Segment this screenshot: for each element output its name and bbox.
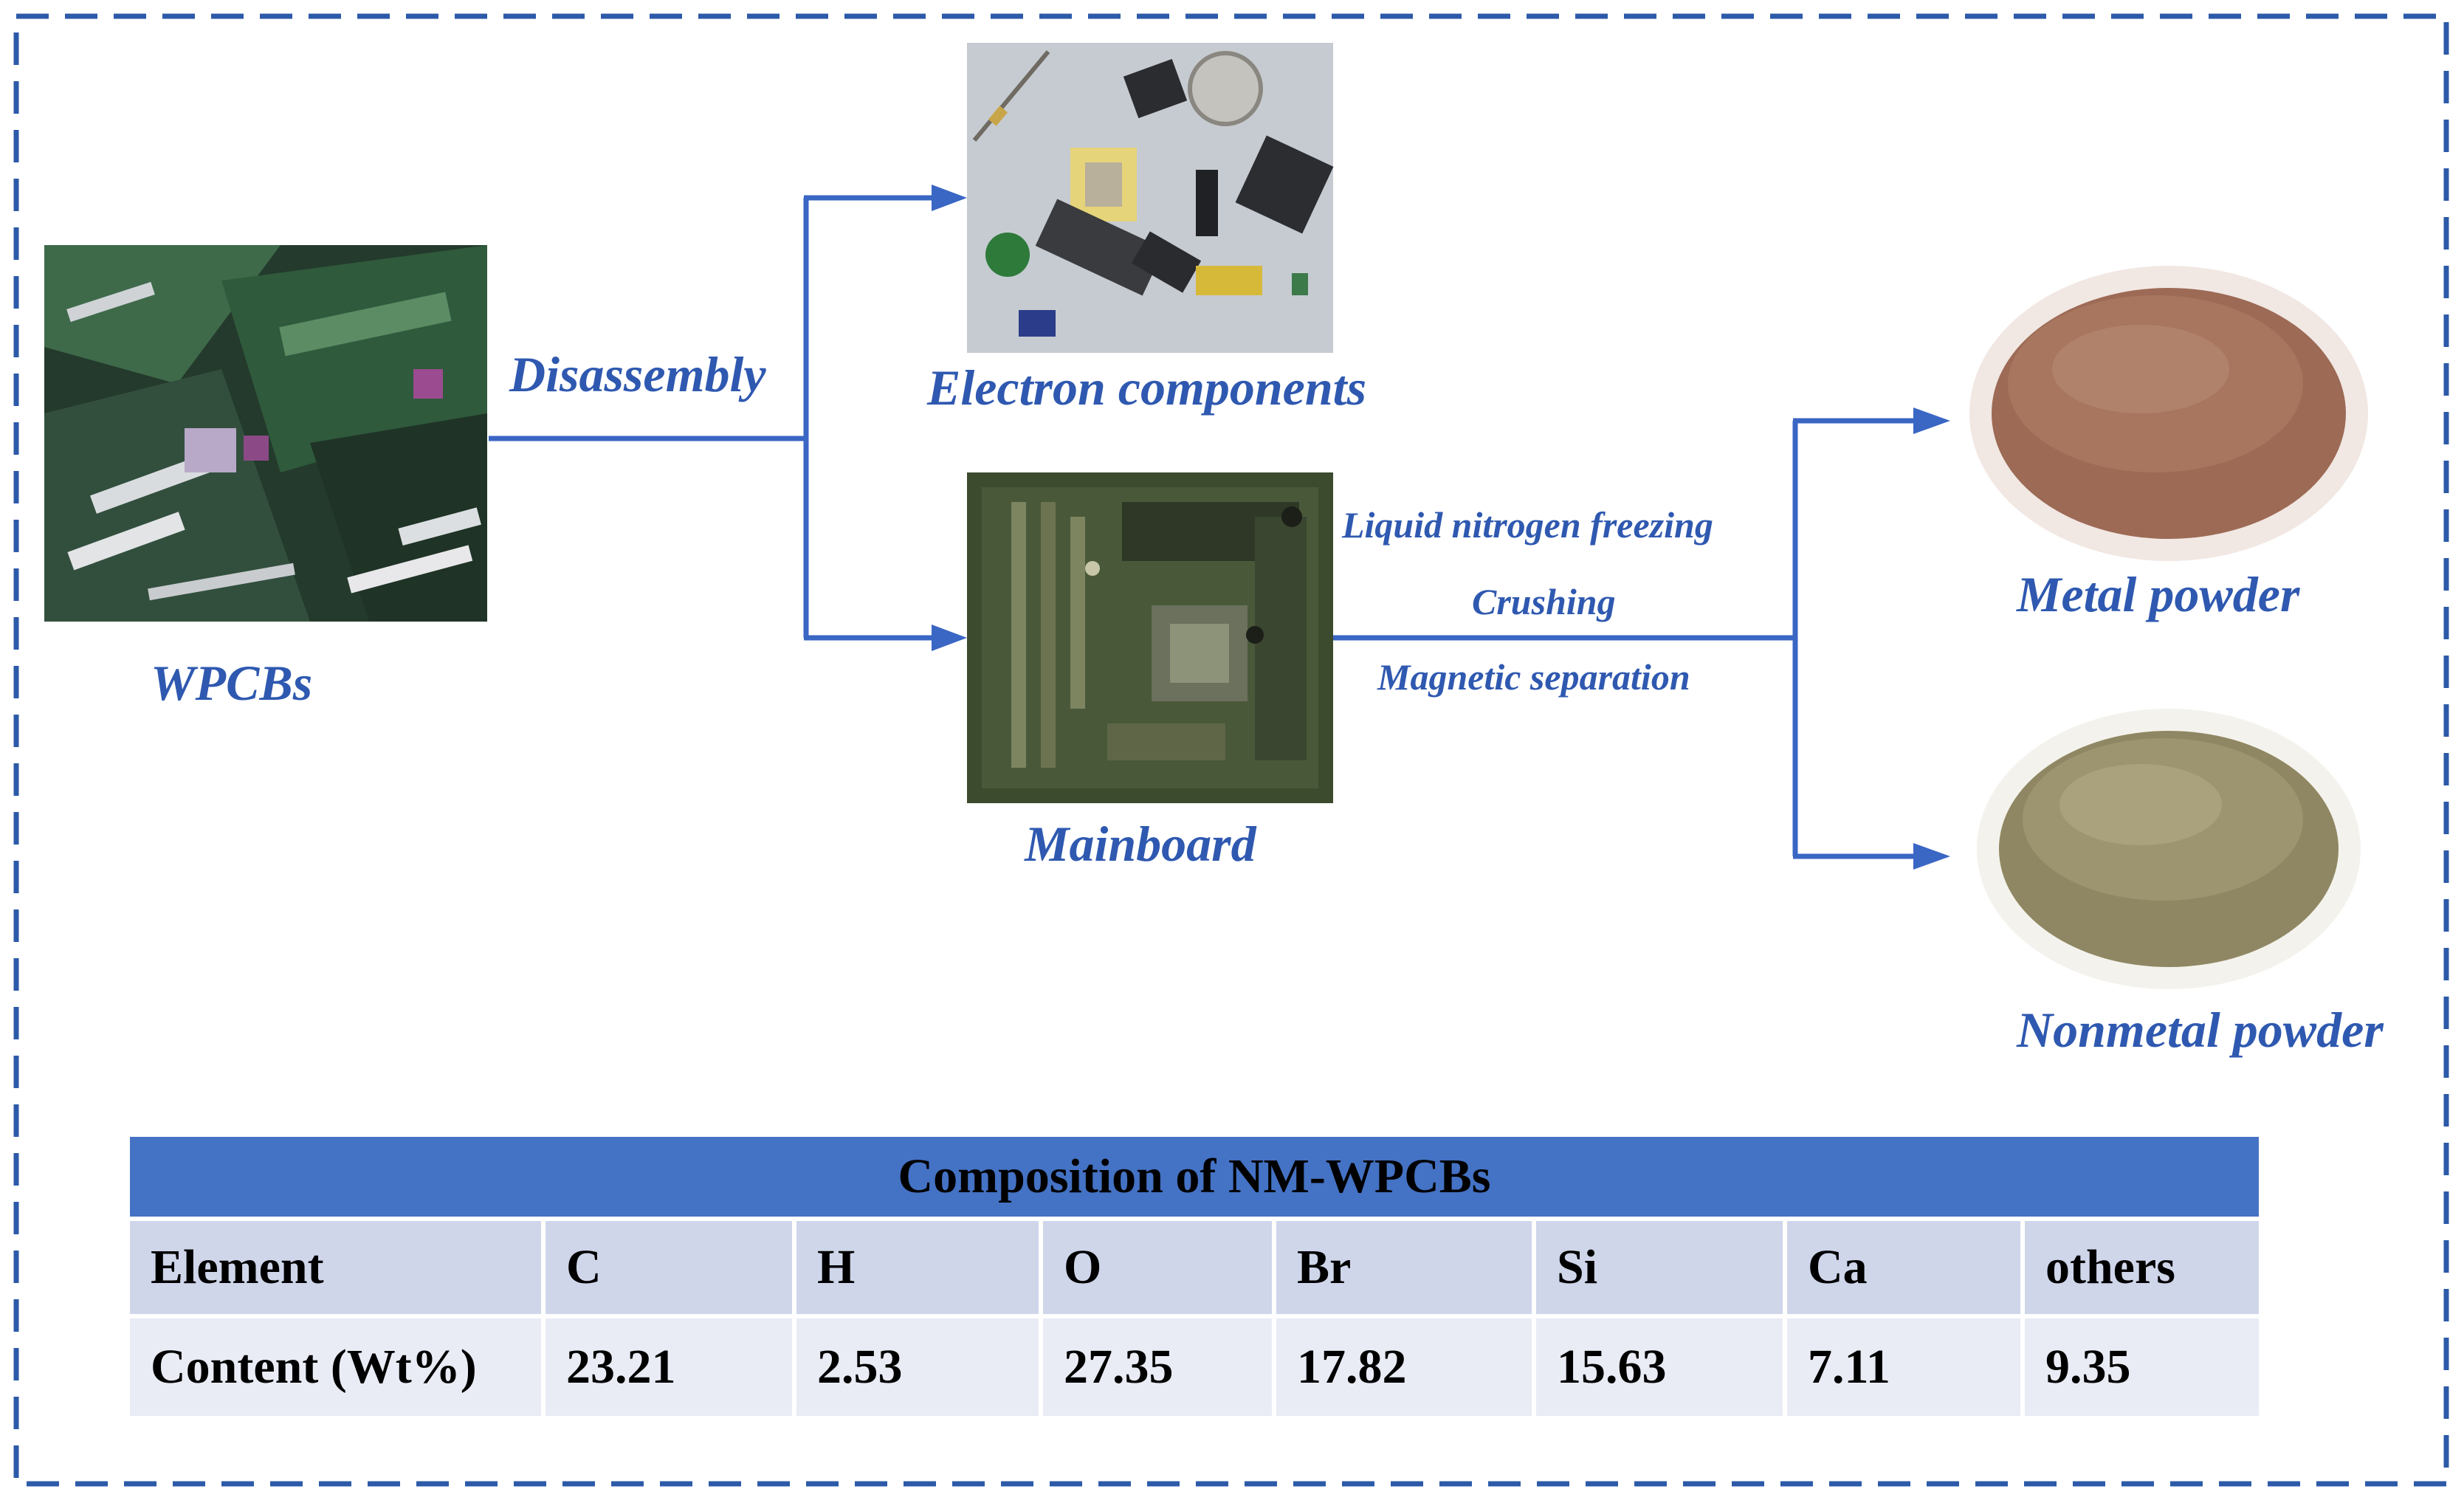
metal-powder-photo <box>1969 266 2368 561</box>
disassembly-label: Disassembly <box>509 346 766 402</box>
wpcbs-label: WPCBs <box>151 655 313 711</box>
header-cell: others <box>2023 1219 2259 1318</box>
header-cell: Si <box>1534 1219 1787 1318</box>
row-cell: 17.82 <box>1274 1316 1536 1420</box>
header-cell: C <box>543 1219 796 1318</box>
header-cell: H <box>794 1219 1043 1318</box>
header-cell: O <box>1041 1219 1276 1318</box>
mainboard-photo <box>967 472 1333 803</box>
arrowhead-metal <box>1913 407 1950 434</box>
mainboard-label: Mainboard <box>1025 816 1256 872</box>
wpcbs-photo <box>44 245 487 622</box>
composition-table: Composition of NM-WPCBs Element C H O Br… <box>130 1137 2259 1420</box>
step-crushing-label: Crushing <box>1472 581 1616 622</box>
step-freezing-label: Liquid nitrogen freezing <box>1342 504 1713 546</box>
arrowheads <box>932 185 1950 870</box>
arrowhead-components <box>932 185 967 211</box>
arrowhead-nonmetal <box>1913 843 1950 870</box>
row-cell: 27.35 <box>1041 1316 1276 1420</box>
flow-arrows <box>489 195 1919 859</box>
metal-powder-label: Metal powder <box>2017 566 2300 622</box>
row-cell: 7.11 <box>1785 1316 2025 1420</box>
electron-components-label: Electron components <box>927 360 1367 416</box>
header-cell: Br <box>1274 1219 1536 1318</box>
table-header-row: Element C H O Br Si Ca others <box>130 1219 2259 1318</box>
row-cell: 15.63 <box>1534 1316 1787 1420</box>
electron-components-photo <box>967 43 1334 353</box>
header-cell: Ca <box>1785 1219 2025 1318</box>
table-row: Content (Wt%) 23.21 2.53 27.35 17.82 15.… <box>130 1316 2259 1420</box>
nonmetal-powder-photo <box>1977 709 2361 989</box>
step-separation-label: Magnetic separation <box>1377 656 1690 698</box>
arrowhead-mainboard <box>932 625 967 651</box>
nonmetal-powder-label: Nonmetal powder <box>2017 1002 2384 1058</box>
row-cell: 9.35 <box>2023 1316 2259 1420</box>
table-title: Composition of NM-WPCBs <box>130 1137 2259 1221</box>
header-cell: Element <box>130 1219 546 1318</box>
row-cell: 23.21 <box>543 1316 796 1420</box>
row-cell: 2.53 <box>794 1316 1043 1420</box>
row-cell: Content (Wt%) <box>130 1316 546 1420</box>
